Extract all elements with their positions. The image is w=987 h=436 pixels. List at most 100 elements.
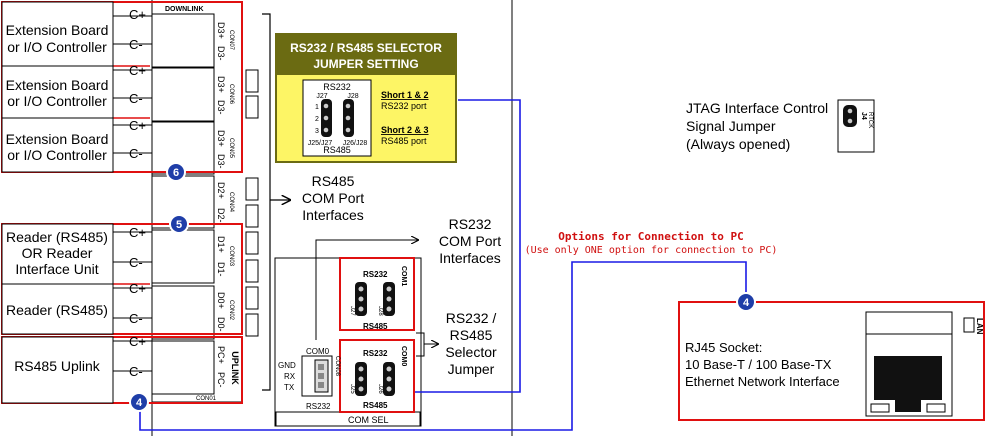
pin-d2-plus: D2+ xyxy=(216,182,226,199)
rj45-line1: RJ45 Socket: xyxy=(685,340,762,355)
badge-4-uplink: 4 xyxy=(136,397,143,409)
jtag-line2: Signal Jumper xyxy=(686,118,776,134)
tx-label: TX xyxy=(284,383,295,392)
badge-5: 5 xyxy=(176,219,182,231)
number-badges xyxy=(129,162,756,412)
rx-label: RX xyxy=(284,372,296,381)
com-sel-label: COM SEL xyxy=(348,415,389,425)
pin-d3-plus: D3+ xyxy=(216,76,226,93)
badge-6: 6 xyxy=(173,167,179,179)
ext1-line1: Extension Board xyxy=(6,22,109,38)
downlink-label: DOWNLINK xyxy=(165,6,204,13)
rj45-line2: 10 Base-T / 100 Base-TX xyxy=(685,357,832,372)
selector-callout-line3: Selector xyxy=(445,344,497,360)
rtck-label: RTCK xyxy=(867,112,873,128)
board-components xyxy=(245,69,259,337)
rs232-com-line1: RS232 xyxy=(449,216,492,232)
pin-pc-plus: PC+ xyxy=(216,346,226,364)
board-jumpers xyxy=(355,282,395,396)
selector-pin-1: 1 xyxy=(315,104,319,111)
pin-d3-minus: D3- xyxy=(216,46,226,61)
jtag-jumper xyxy=(837,99,875,153)
j26-label: J26 xyxy=(377,384,383,394)
reader-unit-line1: Reader (RS485) xyxy=(6,229,108,245)
con03-label: CON03 xyxy=(228,246,234,267)
j25-label: J25 xyxy=(349,384,355,394)
rs485-com-line1: RS485 xyxy=(312,173,355,189)
com0-rs232-label: RS232 xyxy=(363,349,388,358)
rs485-bracket xyxy=(262,13,290,391)
pin-d1-minus: D1- xyxy=(216,262,226,277)
pin-d1-plus: D1+ xyxy=(216,236,226,253)
ext2-line1: Extension Board xyxy=(6,77,109,93)
pin-c-minus: C- xyxy=(129,91,143,106)
device-wires xyxy=(113,15,152,372)
pin-c-minus: C- xyxy=(129,37,143,52)
com1-rs485-label: RS485 xyxy=(363,322,388,331)
rs232-com-line3: Interfaces xyxy=(439,250,500,266)
pin-c-minus: C- xyxy=(129,255,143,270)
rj45-line3: Ethernet Network Interface xyxy=(685,374,840,389)
rs232-com-line2: COM Port xyxy=(439,233,501,249)
reader-label: Reader (RS485) xyxy=(6,302,108,318)
ext1-line2: or I/O Controller xyxy=(7,39,107,55)
con07-label: CON07 xyxy=(228,30,234,51)
pin-c-plus: C+ xyxy=(129,7,146,22)
con02-label: CON02 xyxy=(228,300,234,321)
pin-c-minus: C- xyxy=(129,146,143,161)
selector-pin-3: 3 xyxy=(315,128,319,135)
lan-label: LAN xyxy=(975,318,984,335)
con05-label: CON05 xyxy=(228,138,234,159)
com1-label: COM1 xyxy=(400,266,407,286)
j28-label: J28 xyxy=(377,306,383,316)
ext3-line2: or I/O Controller xyxy=(7,147,107,163)
options-subtitle: (Use only ONE option for connection to P… xyxy=(525,245,778,256)
pin-d0-plus: D0+ xyxy=(216,292,226,309)
selector-j27: J27 xyxy=(316,93,327,100)
selector-j28: J28 xyxy=(347,93,358,100)
pin-c-plus: C+ xyxy=(129,334,146,349)
selector-short12: Short 1 & 2 xyxy=(381,90,429,100)
com0-board-label: COM0 xyxy=(400,346,407,366)
selector-rs232port: RS232 port xyxy=(381,101,427,111)
badge-4-rj45: 4 xyxy=(743,297,750,309)
selector-callout-line1: RS232 / xyxy=(446,310,497,326)
j27-label: J27 xyxy=(349,306,355,316)
rs485-com-line3: Interfaces xyxy=(302,207,363,223)
uplink-label: RS485 Uplink xyxy=(14,358,101,374)
selector-j25-j27: J25/J27 xyxy=(308,140,333,147)
selector-panel xyxy=(275,33,457,163)
selector-callout-line4: Jumper xyxy=(448,361,495,377)
gnd-label: GND xyxy=(278,361,296,370)
com0-label: COM0 xyxy=(306,347,330,356)
pin-c-plus: C+ xyxy=(129,225,146,240)
pin-c-plus: C+ xyxy=(129,63,146,78)
rj45-socket xyxy=(865,311,975,417)
pin-d3-plus: D3+ xyxy=(216,22,226,39)
con08-label: CON08 xyxy=(334,356,340,377)
pin-c-plus: C+ xyxy=(129,118,146,133)
con06-label: CON06 xyxy=(228,84,234,105)
selector-pin-2: 2 xyxy=(315,116,319,123)
selector-rs485: RS485 xyxy=(323,145,351,155)
pin-c-plus: C+ xyxy=(129,281,146,296)
options-title: Options for Connection to PC xyxy=(558,230,743,243)
selector-short23: Short 2 & 3 xyxy=(381,125,429,135)
jtag-line1: JTAG Interface Control xyxy=(686,100,828,116)
uplink-connector-label: UPLINK xyxy=(230,351,240,385)
pin-d3-minus: D3- xyxy=(216,100,226,115)
con08-connector xyxy=(301,355,333,397)
j4-label: J4 xyxy=(860,112,867,120)
selector-title-line1: RS232 / RS485 SELECTOR xyxy=(290,41,442,55)
selector-rs485port: RS485 port xyxy=(381,136,427,146)
pin-d0-minus: D0- xyxy=(216,317,226,332)
pin-pc-minus: PC- xyxy=(216,372,226,388)
jtag-line3: (Always opened) xyxy=(686,136,790,152)
reader-unit-line2: OR Reader xyxy=(22,245,93,261)
com1-rs232-label: RS232 xyxy=(363,270,388,279)
selector-j26-j28: J26/J28 xyxy=(343,140,368,147)
com0-rs485-label: RS485 xyxy=(363,401,388,410)
pin-d3-plus: D3+ xyxy=(216,130,226,147)
con01-label: CON01 xyxy=(196,396,217,402)
